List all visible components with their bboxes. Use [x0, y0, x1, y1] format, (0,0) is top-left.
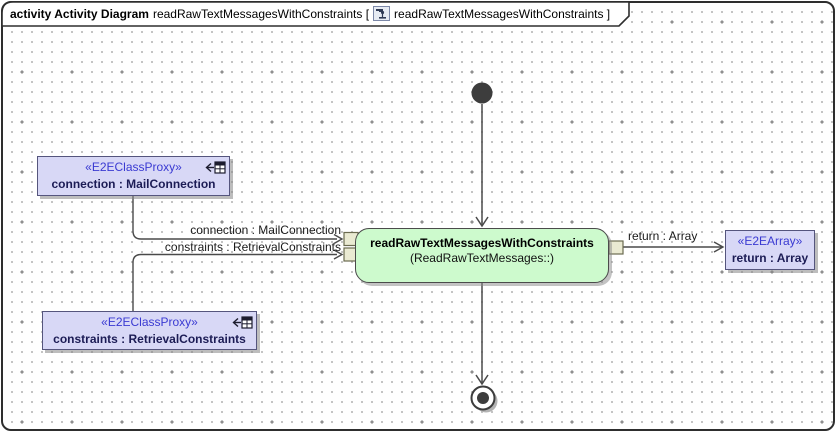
diagram-header-tab [1, 1, 630, 27]
action-name: readRawTextMessagesWithConstraints [370, 236, 594, 250]
activity-final-dot-icon [477, 392, 489, 404]
edge-label-constraints[interactable]: constraints : RetrievalConstraints [164, 240, 341, 254]
initial-node[interactable] [471, 82, 493, 104]
stereotype-label: «E2EClassProxy» [85, 160, 182, 174]
class-proxy-icon [205, 161, 226, 174]
header-kind-label: activity Activity Diagram [10, 6, 149, 21]
stereotype-label: «E2EClassProxy» [101, 315, 198, 329]
arrowhead-down-icon [475, 374, 489, 386]
object-node-return-array[interactable]: «E2EArray» return : Array [725, 230, 815, 270]
header-context-name: readRawTextMessagesWithConstraints ] [394, 6, 611, 21]
object-flow-constraints[interactable] [132, 253, 337, 312]
output-pin-return[interactable] [608, 240, 624, 255]
arrowhead-right-icon [713, 241, 725, 253]
stereotype-label: «E2EArray» [737, 234, 803, 248]
class-proxy-icon [232, 316, 253, 329]
object-node-connection[interactable]: «E2EClassProxy» connection : MailConnect… [37, 156, 230, 196]
action-qualifier: (ReadRawTextMessages::) [409, 251, 555, 265]
arrowhead-right-icon [333, 249, 344, 260]
object-node-name: constraints : RetrievalConstraints [53, 332, 246, 346]
diagram-header: activity Activity Diagram readRawTextMes… [10, 5, 610, 22]
object-node-constraints[interactable]: «E2EClassProxy» constraints : RetrievalC… [42, 311, 257, 350]
action-node[interactable]: readRawTextMessagesWithConstraints (Read… [355, 228, 609, 283]
object-node-name: return : Array [731, 251, 809, 265]
arrowhead-down-icon [475, 216, 489, 228]
edge-label-connection[interactable]: connection : MailConnection [190, 223, 341, 237]
object-flow-connection[interactable] [132, 195, 337, 240]
arrowhead-right-icon [333, 233, 344, 245]
object-node-name: connection : MailConnection [51, 177, 216, 191]
edge-label-return[interactable]: return : Array [628, 229, 698, 243]
header-diagram-name: readRawTextMessagesWithConstraints [ [152, 6, 370, 21]
activity-diagram-icon [373, 6, 391, 21]
